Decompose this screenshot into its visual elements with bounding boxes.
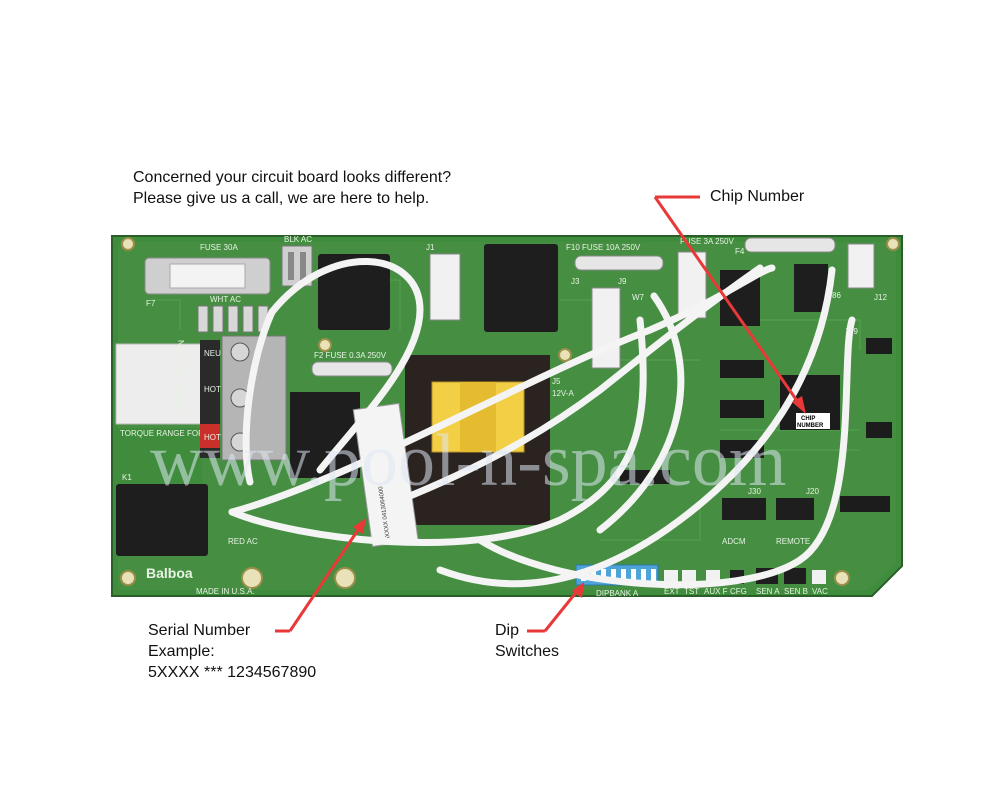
intro-line-1: Concerned your circuit board looks diffe…	[133, 169, 452, 186]
fuse3a-label: FUSE 3A 250V	[680, 237, 734, 246]
glass-fuses: F10 FUSE 10A 250V FUSE 3A 250V F2 FUSE 0…	[311, 237, 836, 377]
aux-label: AUX F	[704, 587, 728, 596]
blk-ac-label: BLK AC	[284, 235, 312, 244]
tst-label: TST	[684, 587, 699, 596]
mounting-holes	[120, 237, 900, 589]
w7-label: W7	[632, 293, 645, 302]
j20-label: J20	[806, 487, 819, 496]
j1-label: J1	[426, 243, 435, 252]
j12-label: J12	[874, 293, 887, 302]
chip-tag-line1: CHIP	[801, 416, 815, 422]
hot1-label: HOT	[204, 385, 221, 394]
relays: K1	[116, 244, 558, 556]
torque-label: TORQUE RANGE FOR TB1 27-30 IN	[120, 429, 254, 438]
dip-switches-callout: Dip Switches	[495, 620, 559, 662]
dipbank-label: DIPBANK A	[596, 589, 639, 598]
j5b-label: 12V-A	[552, 389, 574, 398]
balboa-logo: Balboa	[146, 565, 193, 581]
wht-ac-label: WHT AC	[210, 295, 241, 304]
red-ac-label: RED AC	[228, 537, 258, 546]
watermark: www.pool-n-spa.com	[150, 420, 786, 502]
callout-arrows	[275, 195, 806, 633]
f10-fuse-label: F10 FUSE 10A 250V	[566, 243, 641, 252]
chip-number-callout: Chip Number	[710, 186, 804, 207]
remote-label: REMOTE	[776, 537, 810, 546]
made-in-label: MADE IN U.S.A.	[196, 587, 255, 596]
j5-label: J5	[552, 377, 561, 386]
chip-tag-line2: NUMBER	[797, 423, 824, 429]
neu-label: NEU	[204, 349, 221, 358]
f4-label: F4	[735, 247, 745, 256]
fuse-main-label: FUSE 30A	[200, 243, 238, 252]
f2-fuse-label: F2 FUSE 0.3A 250V	[314, 351, 387, 360]
serial-example-label: Example:	[148, 643, 215, 660]
black-label: BLACK	[176, 395, 185, 422]
fuse-f7-label: F7	[146, 299, 156, 308]
k1-label: K1	[122, 473, 132, 482]
intro-line-2: Please give us a call, we are here to he…	[133, 190, 430, 207]
hot2-label: HOT	[204, 433, 221, 442]
j9-label: J9	[618, 277, 627, 286]
neutral-white-label: NEUTRAL WHITE	[176, 340, 185, 405]
transformer	[405, 355, 550, 525]
adcm-label: ADCM	[722, 537, 746, 546]
white-wires	[228, 258, 856, 589]
sen-a-label: SEN A	[756, 587, 780, 596]
j86-label: J86	[828, 291, 841, 300]
sen-b-label: SEN B	[784, 587, 808, 596]
vac-label: VAC	[812, 587, 828, 596]
j30-label: J30	[748, 487, 761, 496]
chip-number-tag: CHIP NUMBER	[796, 413, 830, 429]
dip-label-line2: Switches	[495, 643, 560, 660]
serial-number-label: Serial Number	[148, 622, 251, 639]
chip-number-label: Chip Number	[710, 188, 805, 205]
dip-label-line1: Dip	[495, 622, 520, 639]
serial-number-callout: Serial Number Example: 5XXXX *** 1234567…	[148, 620, 316, 683]
intro-text: Concerned your circuit board looks diffe…	[133, 167, 451, 209]
ext-label: EXT	[664, 587, 680, 596]
adcm-remote-connectors: ADCM REMOTE J30 J20	[722, 487, 819, 546]
cfg-label: CFG	[730, 587, 747, 596]
j3-label: J3	[571, 277, 580, 286]
board-markings: Balboa MADE IN U.S.A. RED AC	[146, 537, 258, 596]
serial-example-value: 5XXXX *** 1234567890	[148, 664, 317, 681]
white-connectors: J1 J9 J3 J12	[426, 243, 887, 369]
blk-ac-connector: BLK AC	[281, 235, 313, 287]
main-fuse: FUSE 30A F7	[144, 243, 271, 308]
